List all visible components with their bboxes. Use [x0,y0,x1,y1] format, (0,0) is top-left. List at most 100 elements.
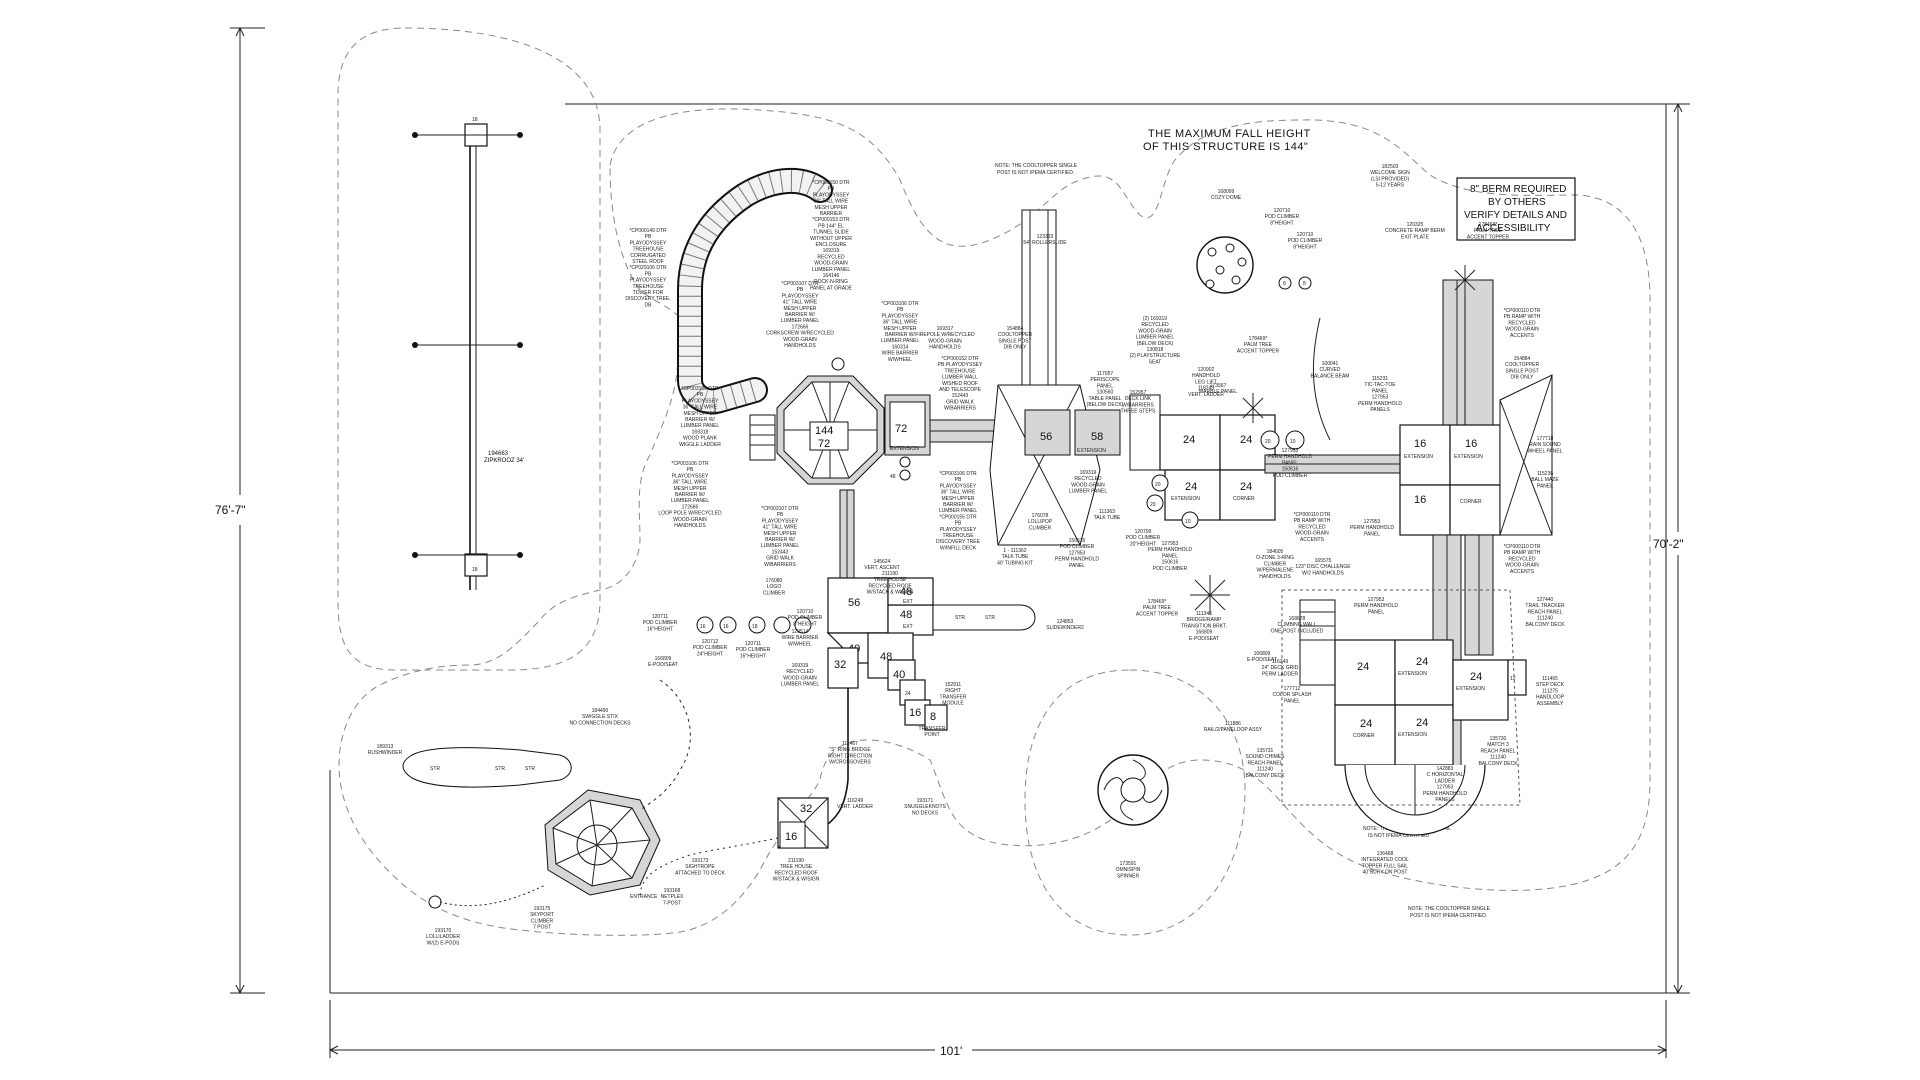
callout-line: 120710 [797,609,814,615]
callout-line: STEEL ROOF [632,259,664,265]
pod-height: 16 [700,624,706,630]
callout-line: PANEL [1364,531,1380,537]
callout-line: HANDHOLD [1192,373,1220,379]
callout-line: 111240 [1537,616,1553,622]
callout-line: 111240 [1490,755,1506,761]
callout-line: *CP000150 DTR [812,180,850,186]
callout-line: LOLLIPOP [1028,519,1053,525]
callout-line: 168099 [1218,189,1235,195]
callout-line: SINGLE POST [998,338,1031,344]
callout-line: WOOD-GRAIN [1505,327,1539,333]
callout-line: 111467 [842,741,858,747]
svg-text:EXTENSION: EXTENSION [1404,454,1433,460]
callout-line: SNUGGLEKNOTS [904,804,946,810]
callout-line: ACCENTS [1510,333,1535,339]
zipline: 18 18 194663 ZIPKROOZ 34' [412,117,524,590]
callout-line: MESH UPPER [783,306,816,312]
callout-line: WOOD-GRAIN [1138,328,1172,334]
callout-line: PB RAMP WITH [1294,518,1331,524]
callout-line: W/(2) E-PODS [427,940,460,946]
spinner-use-zone [1024,669,1246,936]
callout-line: HANDHOLDS [784,343,816,349]
callout-line: RECYCLED [1508,556,1536,562]
svg-text:POST IS NOT IPEMA CERTIFIED.: POST IS NOT IPEMA CERTIFIED. [1410,913,1487,919]
callout-line: 111240 [1257,767,1273,773]
callout-line: 100041 [1322,361,1339,367]
callout-line: PB [797,287,804,293]
callout-line: 127953 [1364,519,1381,525]
callout-line: ROCK-N-RING [814,279,848,285]
callout-line: 120514 [792,629,809,635]
callout-line: LUMBER PANEL [681,423,719,429]
callout-line: PANEL [1069,563,1085,569]
callout-line: HANDHOLDS [1259,574,1291,580]
svg-text:STR: STR [430,766,440,772]
callout-line: 145624 [874,559,891,565]
callout-line: REACH PANEL [1248,760,1283,766]
deck-height: 24 [905,691,911,697]
callout-line: TALK TUBE [1002,554,1029,560]
callout-line: SWIGGLE STIX [582,714,619,720]
callout-line: 5-12 YEARS [1376,183,1405,189]
callout-line: LOGO [767,584,782,590]
callout-line: CURVED [1319,367,1340,373]
deck-height: 32 [834,659,846,671]
callout-line: 40"BURY ON POST [1363,870,1408,876]
callout-line: CONCRETE RAMP BERM [1385,228,1445,234]
callout-line: *CP000110 DTR [1504,544,1541,550]
callout-line: 166809 [1196,630,1213,636]
callout-line: 193175 [534,906,551,912]
callout-line: COOLTOPPER [998,332,1033,338]
deck-height: 48 [900,609,912,621]
callout-line: PANEL [1282,460,1298,466]
callout-line: CLIMBING WALL [1278,622,1317,628]
deck-height: 18 [472,567,478,573]
callout-line: RAIN SOUND [1529,442,1561,448]
callout-line: INTEGRATED COOL [1361,857,1409,863]
callout-line: 8"HEIGHT [1293,244,1316,250]
palm-tree-topper-mid [1190,575,1230,615]
callout-line: LUMBER PANEL [939,508,977,514]
callout-line: ACCENTS [1300,537,1325,543]
callout-line: 20"HEIGHT [1130,541,1156,547]
callout-line: LOOP POLE W/RECYCLED [658,511,722,517]
callout-line: CLIMBER [763,590,786,596]
callout-line: 168678 [1289,616,1306,622]
callout-line: TOWER FOR [633,290,664,296]
callout-line: 116249 [1272,659,1289,665]
callout-line: PLAYODYSSEY [762,518,799,524]
callout-line: PANELS [1370,407,1390,413]
zipwire-part: 194663 [488,451,509,457]
callout-line: LUMBER PANEL [1136,335,1174,341]
callout-line: PANELS [1435,797,1455,803]
svg-text:STR: STR [495,766,505,772]
cozy-dome: 8 8 [1196,236,1331,441]
callout-line: 166809 [1254,651,1271,657]
deck-height: 24 [1185,481,1197,493]
callout-line: (2) PLAYSTRUCTURE [1130,353,1181,359]
callout-line: PERM HANDHOLD [1268,454,1312,460]
callout-line: POD CLIMBER [693,645,728,651]
callout-line: LUMBER PANEL [812,267,850,273]
svg-text:EXTENSION: EXTENSION [1454,454,1483,460]
callout-line: TOPPER FULL SAIL [1362,863,1408,869]
